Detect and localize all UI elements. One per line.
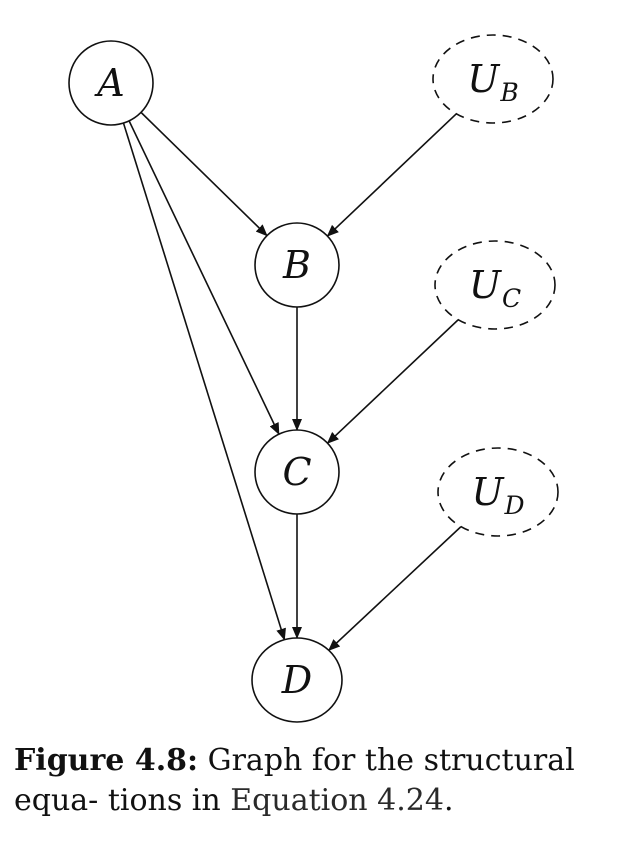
equation-reference-link[interactable]: Equation 4.24: [230, 783, 444, 818]
edges: [122, 111, 462, 651]
figure-caption: Figure 4.8: Graph for the structural equ…: [14, 741, 626, 821]
caption-text: Graph for the structural equa- tions in: [14, 743, 575, 818]
edge-uc-to-c: [326, 319, 459, 444]
node-ud-label: UD: [471, 470, 524, 520]
edge-ub-to-b: [326, 113, 457, 237]
node-d-label: D: [281, 658, 312, 702]
caption-label: Figure 4.8:: [14, 743, 199, 778]
node-a: A: [68, 40, 154, 126]
node-b: B: [254, 222, 340, 308]
node-b-shape: [254, 222, 340, 308]
node-d: D: [251, 637, 343, 723]
node-c-label: C: [282, 450, 311, 494]
node-ub-label: UB: [467, 57, 518, 107]
node-ub-shape: [432, 34, 554, 124]
node-a-shape: [68, 40, 154, 126]
node-a-label: A: [94, 61, 124, 105]
node-c: C: [254, 429, 340, 515]
nodes: A B C D UB UC UD: [68, 34, 559, 723]
caption-end: .: [443, 783, 454, 818]
node-uc-shape: [434, 240, 556, 330]
node-uc: UC: [434, 240, 556, 330]
edge-a-to-d: [122, 122, 286, 641]
causal-graph: A B C D UB UC UD: [68, 34, 559, 723]
edge-a-to-c: [128, 120, 280, 436]
node-ud: UD: [437, 447, 559, 537]
node-ud-shape: [437, 447, 559, 537]
node-ub: UB: [432, 34, 554, 124]
node-c-shape: [254, 429, 340, 515]
edge-ud-to-d: [328, 526, 462, 651]
node-d-shape: [251, 637, 343, 723]
edge-a-to-b: [140, 111, 268, 237]
node-uc-label: UC: [469, 263, 521, 313]
node-b-label: B: [282, 243, 311, 287]
